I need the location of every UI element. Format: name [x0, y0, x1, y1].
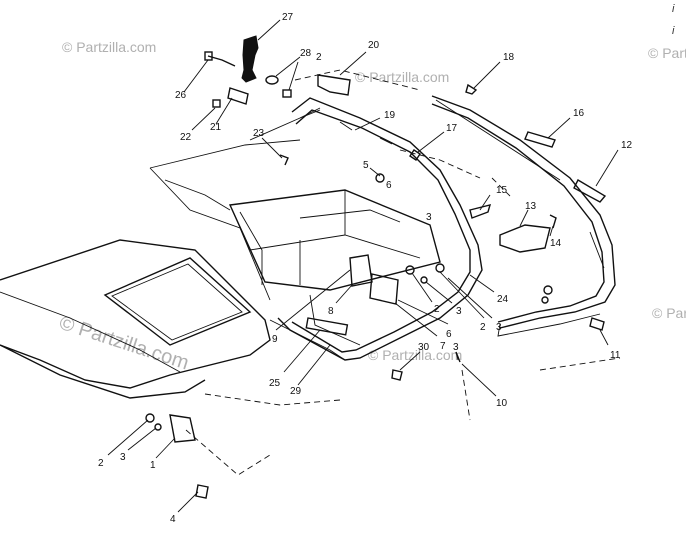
- corner-mark-1: i: [672, 3, 675, 15]
- bolt-11: [589, 317, 605, 331]
- callout-22: 22: [180, 132, 192, 143]
- bolt-15: [469, 204, 492, 219]
- callout-20: 20: [368, 40, 380, 51]
- callout-21: 21: [210, 122, 222, 133]
- handle-27: [241, 35, 259, 83]
- callout-6-top: 6: [386, 180, 392, 191]
- nut-24a: [543, 285, 553, 295]
- callout-8: 8: [328, 306, 334, 317]
- washer-5: [375, 173, 385, 183]
- callout-25: 25: [269, 378, 281, 389]
- watermark-right: © Partzilla.com: [652, 305, 686, 321]
- leader-lines: [107, 19, 619, 513]
- pin-18: [465, 83, 478, 95]
- callout-3-low: 3: [453, 342, 459, 353]
- nut-2-bottom: [145, 413, 155, 423]
- callout-26: 26: [175, 90, 187, 101]
- callout-2-right: 2: [480, 322, 486, 333]
- callout-2-mid: 2: [434, 304, 440, 315]
- callout-27: 27: [282, 12, 294, 23]
- storage-box: [228, 189, 441, 291]
- washer-3-bottom: [154, 423, 162, 431]
- bracket-13: [499, 224, 551, 253]
- nut-2-top: [282, 89, 292, 98]
- screw-14: [549, 214, 557, 229]
- callout-3-mid: 3: [456, 306, 462, 317]
- rear-frame-19: [269, 97, 483, 361]
- callout-17: 17: [446, 123, 458, 134]
- callout-23: 23: [253, 128, 265, 139]
- callout-3-bottom: 3: [120, 452, 126, 463]
- bracket-20: [317, 74, 351, 96]
- callout-3-top: 3: [426, 212, 432, 223]
- watermark-center: © Partzilla.com: [368, 347, 462, 363]
- callout-2-bottom: 2: [98, 458, 104, 469]
- strip-16: [524, 131, 556, 148]
- washer-28: [265, 75, 279, 85]
- bracket-1: [169, 414, 196, 443]
- nut-22: [212, 99, 221, 108]
- nut-24b: [541, 296, 549, 304]
- screw-23: [279, 154, 289, 166]
- callout-14: 14: [550, 238, 562, 249]
- callout-7: 7: [440, 341, 446, 352]
- callout-16: 16: [573, 108, 585, 119]
- callout-24: 24: [497, 294, 509, 305]
- callout-11: 11: [610, 350, 621, 361]
- clip-17: [409, 149, 421, 161]
- watermark-top-left: © Partzilla.com: [62, 39, 156, 55]
- callout-labels: 27 28 2 20 18 26 22 21 19 17 16 12 23 5 …: [98, 12, 633, 525]
- callout-28: 28: [300, 48, 312, 59]
- callout-18: 18: [503, 52, 515, 63]
- bolt-30: [391, 369, 403, 381]
- nut-2-mid: [405, 265, 415, 275]
- callout-4: 4: [170, 514, 176, 525]
- strip-12: [573, 179, 607, 203]
- callout-19: 19: [384, 110, 396, 121]
- hood-body: [0, 109, 321, 399]
- callout-1: 1: [150, 460, 156, 471]
- callout-9: 9: [272, 334, 278, 345]
- callout-30: 30: [418, 342, 430, 353]
- callout-12: 12: [621, 140, 633, 151]
- corner-mark-2: i: [672, 25, 675, 37]
- callout-13: 13: [525, 201, 537, 212]
- nut-2-right: [435, 263, 445, 273]
- callout-15: 15: [496, 185, 508, 196]
- strip-25: [305, 317, 349, 336]
- callout-5: 5: [363, 160, 369, 171]
- watermark-top-right: © Partzilla.com: [648, 45, 686, 61]
- callout-6-mid: 6: [446, 329, 452, 340]
- watermark-top-center: © Partzilla.com: [355, 69, 449, 85]
- bracket-21: [227, 87, 249, 105]
- callout-29: 29: [290, 386, 302, 397]
- callout-3-right: 3: [496, 322, 502, 333]
- dashed-guides: [185, 69, 621, 476]
- callout-10: 10: [496, 398, 508, 409]
- bolt-4: [195, 484, 209, 499]
- washer-3-mid: [420, 276, 428, 284]
- bolt-26: [204, 51, 236, 67]
- bumper-rail: [431, 95, 616, 337]
- callout-2-top: 2: [316, 52, 322, 63]
- bracket-8: [349, 254, 373, 287]
